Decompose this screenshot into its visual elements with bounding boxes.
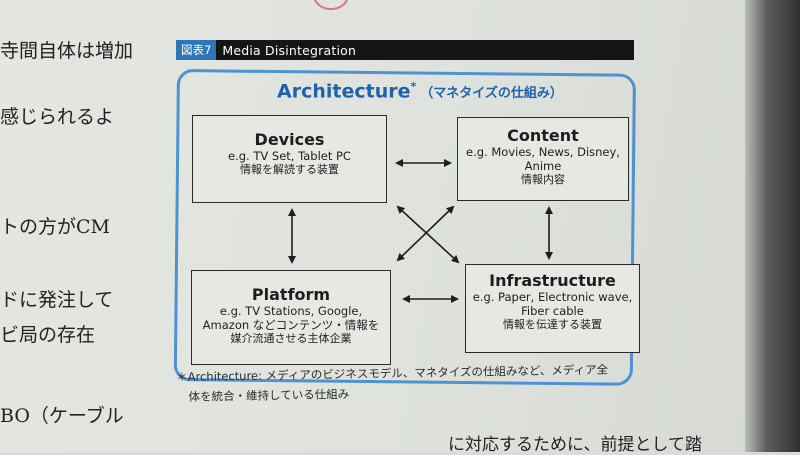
architecture-subtitle: （マネタイズの仕組み）: [420, 86, 563, 102]
body-text-line-6: BO（ケーブル: [0, 405, 124, 427]
platform-example-2: Amazon などコンテンツ・情報を: [202, 318, 380, 332]
devices-description: 情報を解読する装置: [240, 163, 339, 176]
platform-example-1: e.g. TV Stations, Google,: [219, 304, 363, 318]
footnote: ＊Architecture: メディアのビジネスモデル、マネタイズの仕組みなど、…: [176, 359, 609, 407]
infrastructure-title: Infrastructure: [489, 271, 616, 290]
figure-title: Media Disintegration: [222, 42, 357, 58]
platform-box: Platform e.g. TV Stations, Google, Amazo…: [191, 270, 391, 365]
figure-header: 図表7 Media Disintegration: [176, 40, 634, 60]
platform-title: Platform: [251, 285, 331, 304]
content-description: 情報内容: [521, 173, 565, 186]
figure-number: 図表7: [176, 40, 217, 60]
infrastructure-example-2: Fiber cable: [521, 304, 584, 318]
book-page: [0, 0, 760, 452]
platform-example-3: 媒介流通させる主体企業: [230, 332, 352, 345]
body-text-line-4: ドに発注して: [0, 289, 114, 311]
body-text-line-3: トの方がCM: [0, 216, 110, 238]
arrow-devices-infrastructure: [396, 205, 460, 264]
content-example-1: e.g. Movies, News, Disney,: [466, 145, 620, 159]
content-example-2: Anime: [524, 159, 562, 173]
architecture-title-text: Architecture: [277, 80, 411, 103]
infrastructure-example-1: e.g. Paper, Electronic wave,: [472, 290, 633, 304]
architecture-asterisk: *: [410, 80, 417, 93]
bottom-body-text: に対応するために、前提として踏: [448, 435, 702, 455]
devices-box: Devices e.g. TV Set, Tablet PC 情報を解読する装置: [192, 115, 387, 203]
body-text-line-5: ビ局の存在: [0, 324, 96, 346]
architecture-title: Architecture*（マネタイズの仕組み）: [277, 80, 563, 102]
devices-title: Devices: [254, 130, 325, 149]
infrastructure-box: Infrastructure e.g. Paper, Electronic wa…: [465, 264, 640, 353]
page-edge-shadow: [745, 0, 800, 452]
infrastructure-description: 情報を伝達する装置: [503, 318, 602, 331]
body-text-line-2: 感じられるよ: [0, 106, 115, 128]
body-text-line-1: 寺間自体は増加: [0, 40, 134, 62]
content-title: Content: [507, 126, 579, 145]
devices-example: e.g. TV Set, Tablet PC: [228, 149, 351, 163]
content-box: Content e.g. Movies, News, Disney, Anime…: [457, 117, 629, 201]
